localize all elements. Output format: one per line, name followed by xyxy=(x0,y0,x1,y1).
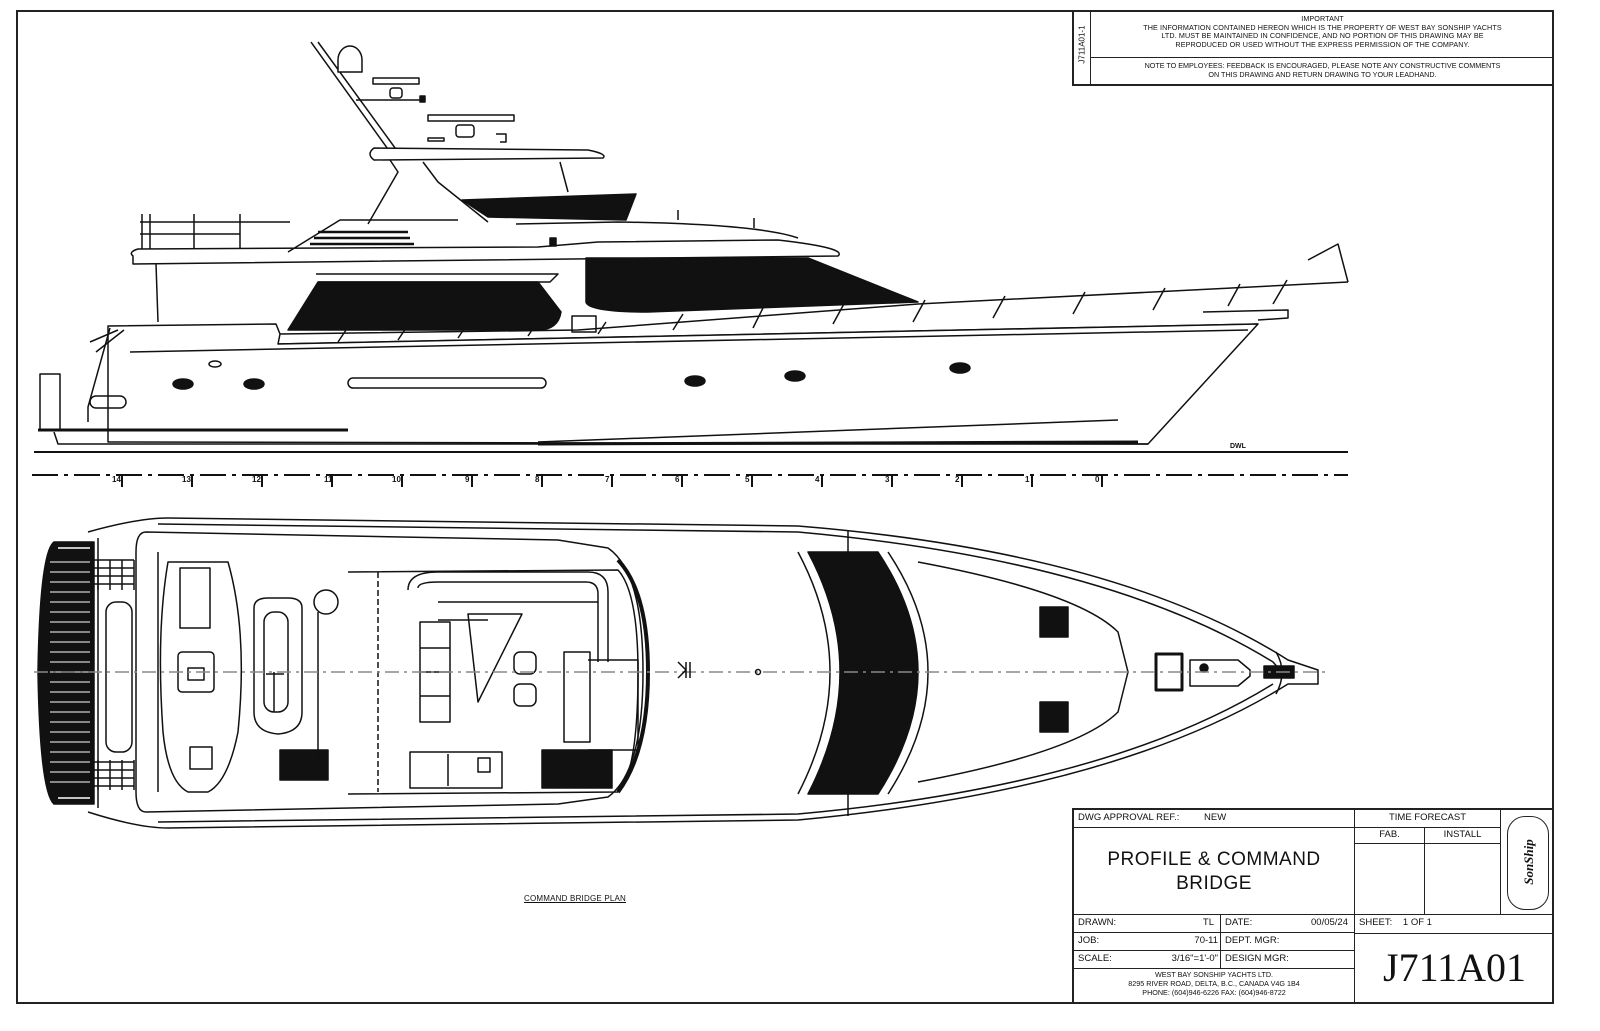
drawing-number: J711A01 xyxy=(1354,934,1554,1004)
title-line-2: BRIDGE xyxy=(1176,873,1252,894)
confidentiality-notice: J711A01-1 IMPORTANT THE INFORMATION CONT… xyxy=(1072,12,1554,86)
install-value-cell xyxy=(1424,844,1500,914)
job-label: JOB: xyxy=(1078,935,1100,946)
company-name: WEST BAY SONSHIP YACHTS LTD. xyxy=(1154,970,1274,979)
drawn-field: DRAWN: TL xyxy=(1074,914,1220,932)
station-11: 11 xyxy=(324,475,333,484)
dept-mgr-field: DEPT. MGR: xyxy=(1220,932,1354,950)
date-label: DATE: xyxy=(1225,917,1253,928)
sheet-label: SHEET: xyxy=(1359,917,1393,928)
company-address-block: WEST BAY SONSHIP YACHTS LTD. 8295 RIVER … xyxy=(1074,968,1354,1004)
command-bridge-plan-label: COMMAND BRIDGE PLAN xyxy=(524,894,627,903)
notice-line: REPRODUCED OR USED WITHOUT THE EXPRESS P… xyxy=(1175,39,1470,49)
notice-heading: IMPORTANT xyxy=(1301,14,1344,23)
employee-note-line: ON THIS DRAWING AND RETURN DRAWING TO YO… xyxy=(1208,69,1437,79)
station-2: 2 xyxy=(955,475,960,484)
dept-mgr-label: DEPT. MGR: xyxy=(1225,935,1280,946)
station-4: 4 xyxy=(815,475,820,484)
logo-text: SonShip xyxy=(1521,839,1536,885)
station-1: 1 xyxy=(1025,475,1030,484)
employee-note: NOTE TO EMPLOYEES: FEEDBACK IS ENCOURAGE… xyxy=(1091,59,1554,84)
important-notice: IMPORTANT THE INFORMATION CONTAINED HERE… xyxy=(1091,12,1554,58)
station-3: 3 xyxy=(885,475,890,484)
sheet-value: 1 OF 1 xyxy=(1402,917,1432,928)
title-block: DWG APPROVAL REF.: NEW PROFILE & COMMAND… xyxy=(1072,808,1554,1004)
drawing-sheet: DWL 14 13 12 11 10 9 8 7 6 5 4 3 2 1 0 xyxy=(16,10,1554,1004)
dwl-label: DWL xyxy=(1230,443,1246,450)
sheet-code-vertical: J711A01-1 xyxy=(1074,12,1091,84)
company-address: 8295 RIVER ROAD, DELTA, B.C., CANADA V4G… xyxy=(1128,979,1300,988)
station-5: 5 xyxy=(745,475,750,484)
fab-value-cell xyxy=(1354,844,1424,914)
station-10: 10 xyxy=(392,475,401,484)
approval-ref-label: DWG APPROVAL REF.: xyxy=(1078,812,1180,823)
sheet-field: SHEET: 1 OF 1 xyxy=(1354,914,1554,934)
station-9: 9 xyxy=(465,475,470,484)
title-line-1: PROFILE & COMMAND xyxy=(1107,849,1321,870)
fab-header: FAB. xyxy=(1354,828,1424,844)
job-field: JOB: 70-11 xyxy=(1074,932,1220,950)
command-bridge-plan-drawing xyxy=(34,517,1328,829)
approval-ref-row: DWG APPROVAL REF.: NEW xyxy=(1074,810,1354,828)
station-6: 6 xyxy=(675,475,680,484)
notice-line: THE INFORMATION CONTAINED HEREON WHICH I… xyxy=(1143,22,1502,32)
design-mgr-field: DESIGN MGR: xyxy=(1220,950,1354,968)
design-mgr-label: DESIGN MGR: xyxy=(1225,953,1289,964)
approval-ref-value: NEW xyxy=(1204,812,1227,823)
drawn-value: TL xyxy=(1202,917,1214,928)
station-14: 14 xyxy=(112,475,121,484)
station-0: 0 xyxy=(1095,475,1100,484)
install-header: INSTALL xyxy=(1424,828,1500,844)
scale-value: 3/16"=1'-0" xyxy=(1171,953,1218,964)
company-phone: PHONE: (604)946-6226 FAX: (604)946-8722 xyxy=(1142,988,1286,997)
date-field: DATE: 00/05/24 xyxy=(1220,914,1354,932)
job-value: 70-11 xyxy=(1194,935,1218,946)
time-forecast-header: TIME FORECAST xyxy=(1354,810,1500,828)
drawn-label: DRAWN: xyxy=(1078,917,1117,928)
employee-note-line: NOTE TO EMPLOYEES: FEEDBACK IS ENCOURAGE… xyxy=(1144,61,1501,70)
date-value: 00/05/24 xyxy=(1311,917,1348,928)
scale-label: SCALE: xyxy=(1078,953,1112,964)
yacht-profile-drawing xyxy=(34,41,1349,453)
drawing-title: PROFILE & COMMAND BRIDGE xyxy=(1074,828,1354,914)
station-ruler xyxy=(32,474,1348,487)
station-13: 13 xyxy=(182,475,191,484)
notice-line: LTD. MUST BE MAINTAINED IN CONFIDENCE, A… xyxy=(1161,31,1484,41)
company-logo: SonShip xyxy=(1500,810,1554,914)
scale-field: SCALE: 3/16"=1'-0" xyxy=(1074,950,1220,968)
station-12: 12 xyxy=(252,475,261,484)
station-7: 7 xyxy=(605,475,610,484)
station-8: 8 xyxy=(535,475,540,484)
